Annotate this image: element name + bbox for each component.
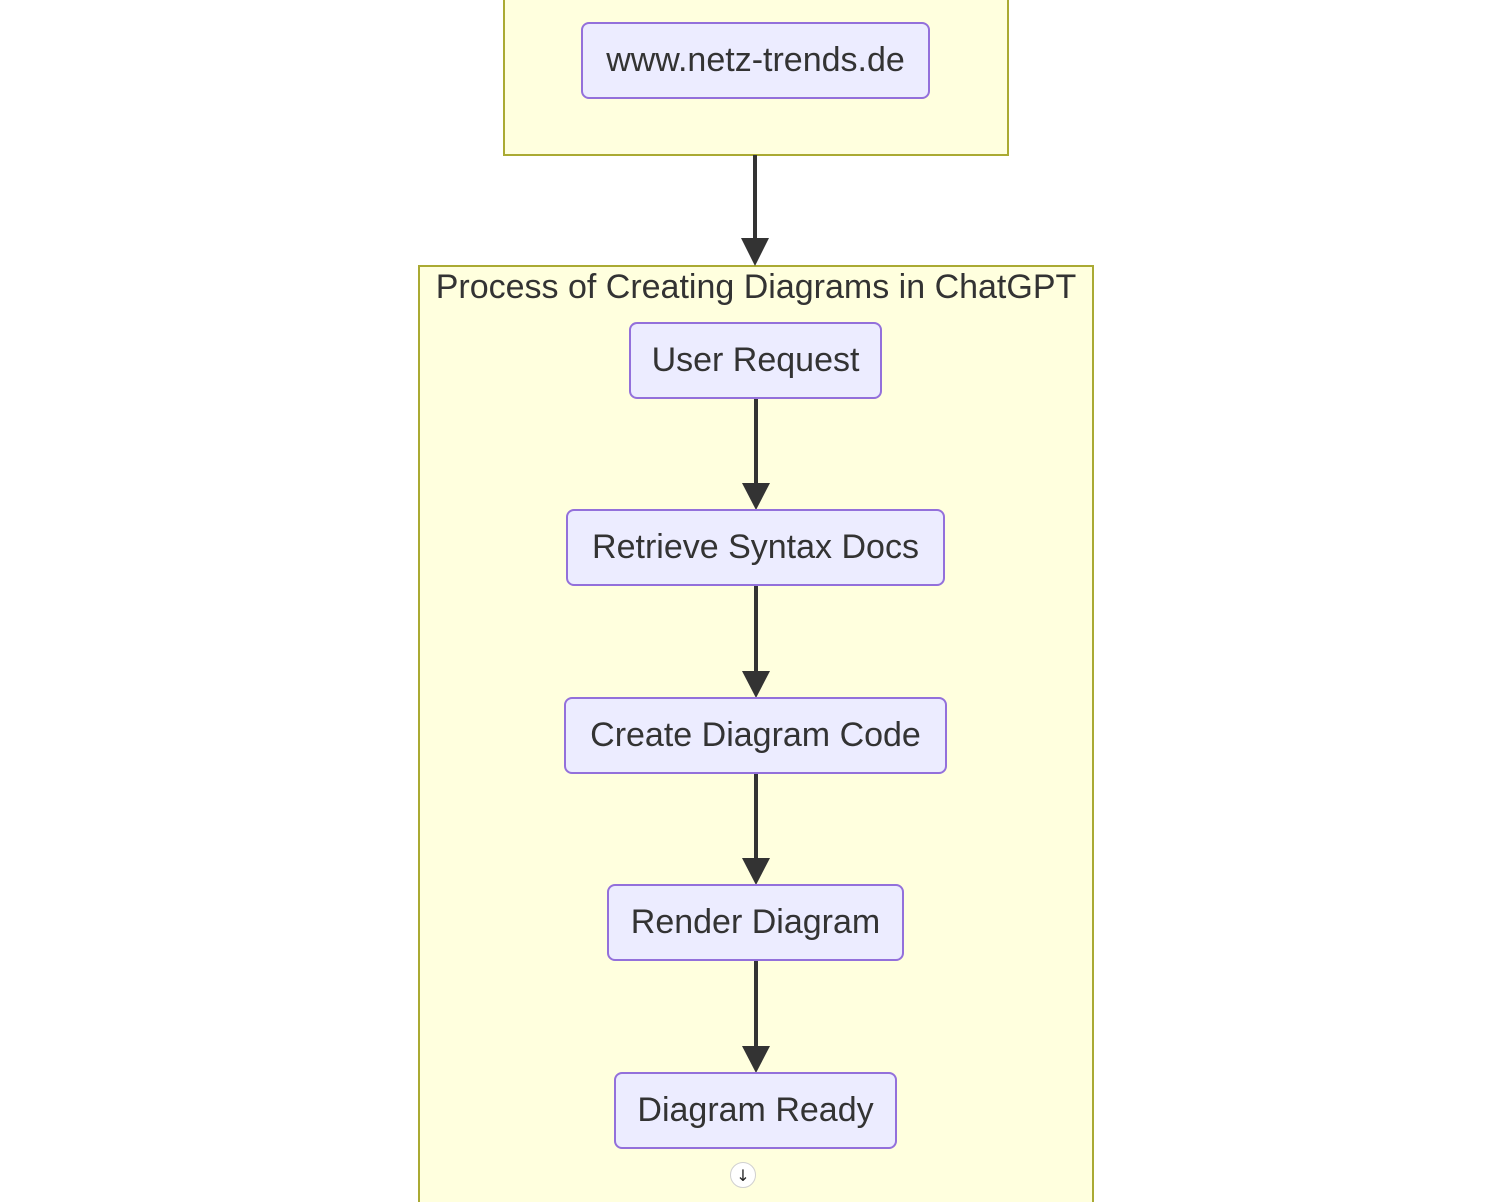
cluster-title: Process of Creating Diagrams in ChatGPT xyxy=(435,268,1077,306)
scroll-down-button[interactable]: ↓ xyxy=(730,1162,756,1188)
arrow-down-icon: ↓ xyxy=(736,1165,750,1185)
node-render-diagram: Render Diagram xyxy=(607,884,904,961)
node-retrieve-syntax-docs: Retrieve Syntax Docs xyxy=(566,509,945,586)
edge-site-to-process-arrowhead xyxy=(741,238,769,266)
node-create-diagram-code: Create Diagram Code xyxy=(564,697,947,774)
node-diagram-ready: Diagram Ready xyxy=(614,1072,897,1149)
node-website: www.netz-trends.de xyxy=(581,22,930,99)
node-user-request: User Request xyxy=(629,322,882,399)
